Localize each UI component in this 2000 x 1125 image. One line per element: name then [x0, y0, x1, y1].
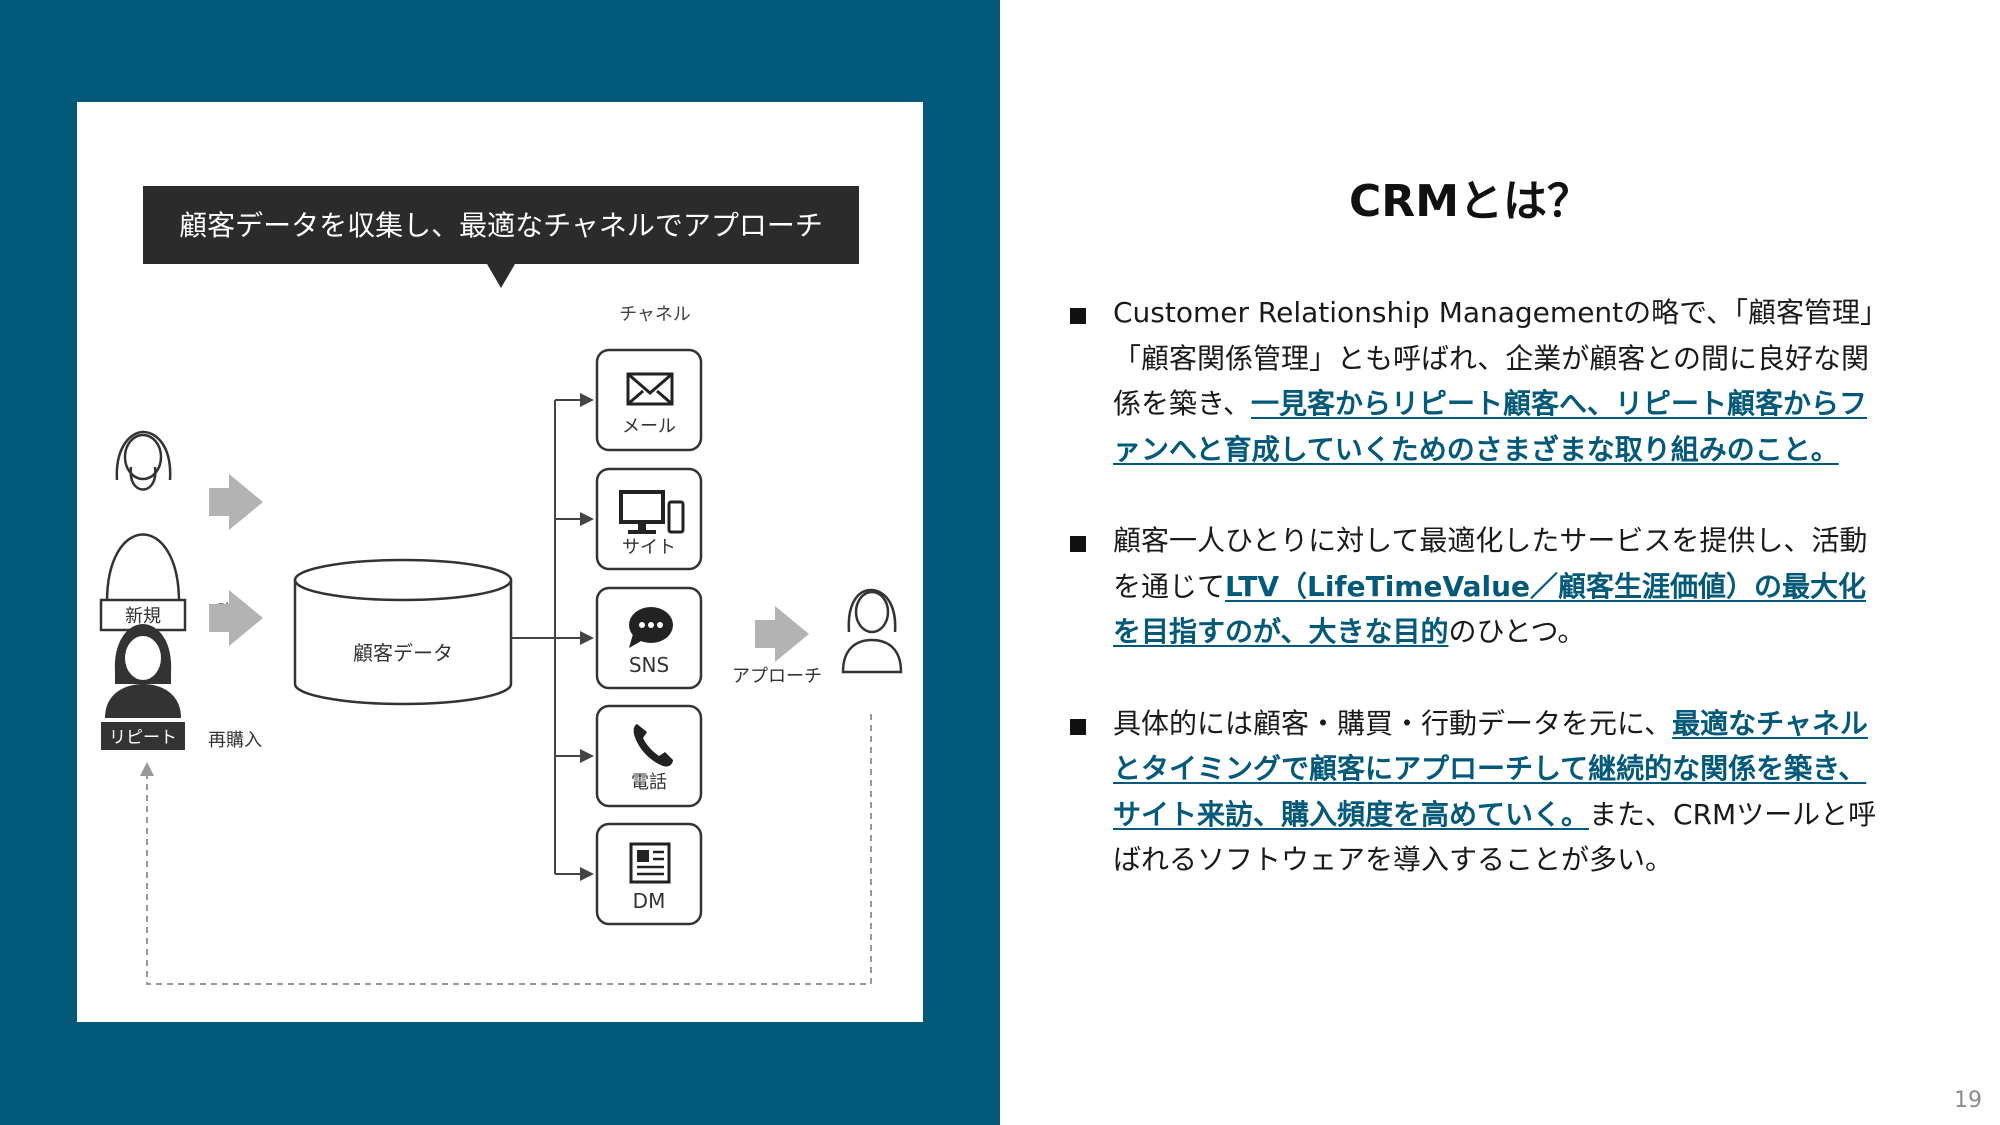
channel-sns: SNS [595, 586, 703, 690]
bullet-highlight: 最適なチャネルとタイミングで顧客にアプローチして継続的な関係を築き、サイト来訪、… [1113, 706, 1868, 831]
channel-phone-label: 電話 [631, 772, 667, 793]
person-filled-icon [105, 624, 181, 718]
customer-repeat-label: リピート [109, 728, 177, 748]
channel-sns-label: SNS [629, 653, 669, 677]
customer-new-label: 新規 [125, 606, 161, 627]
channel-dm: DM [595, 822, 703, 926]
channel-connectors [511, 399, 587, 875]
bullet-definition: Customer Relationship Managementの略で、「顧客管… [1070, 290, 1880, 472]
banner-text: 顧客データを収集し、最適なチャネルでアプローチ [179, 209, 823, 242]
slide-title: CRMとは？ [1349, 176, 1591, 227]
bullet-text: 具体的には顧客・購買・行動データを元に、 [1113, 706, 1673, 740]
approach-arrow: アプローチ [732, 606, 822, 687]
bullet-text: Customer Relationship Managementの略で、「顧客管… [1113, 296, 1875, 420]
customer-new: 新規 [99, 430, 187, 632]
page-number: 19 [1954, 1088, 1982, 1113]
approach-label: アプローチ [732, 666, 822, 687]
channel-mail: メール [595, 348, 703, 452]
channel-site: サイト [595, 467, 703, 571]
repurchase-arrow: 再購入 [208, 590, 263, 751]
phone-icon [633, 724, 673, 767]
bullet-text-tail: のひとつ。 [1448, 615, 1586, 648]
diagram-banner: 顧客データを収集し、最適なチャネルでアプローチ [143, 186, 859, 288]
channel-mail-label: メール [622, 416, 676, 437]
feedback-arrowhead [140, 762, 154, 776]
target-customer-icon [841, 588, 903, 674]
repurchase-label: 再購入 [208, 730, 262, 751]
bullet-highlight: 一見客からリピート顧客へ、リピート顧客からファンへと育成していくためのさまざまな… [1113, 387, 1868, 466]
crm-diagram: 顧客データを収集し、最適なチャネルでアプローチ チャネル 新規 [77, 102, 923, 1022]
chat-icon [629, 607, 673, 648]
channels-heading: チャネル [619, 304, 691, 325]
newspaper-icon [629, 842, 671, 884]
person-outline-icon [105, 430, 181, 603]
bullet-text-tail: また、CRMツールと呼ばれるソフトウェアを導入することが多い。 [1113, 797, 1877, 877]
monitor-icon [619, 490, 685, 534]
database-label: 顧客データ [353, 641, 453, 665]
channel-phone: 電話 [595, 704, 703, 808]
bullet-list: Customer Relationship Managementの略で、「顧客管… [1070, 290, 1880, 929]
mail-icon [626, 372, 674, 406]
left-panel: 顧客データを収集し、最適なチャネルでアプローチ チャネル 新規 [0, 0, 1000, 1125]
bullet-highlight: LTV（LifeTimeValue／顧客生涯価値）の最大化を目指すのが、大きな目… [1113, 569, 1867, 649]
customer-repeat: リピート [101, 624, 185, 750]
connector-arrowheads [580, 393, 594, 881]
channel-dm-label: DM [633, 889, 666, 913]
bullet-purpose: 顧客一人ひとりに対して最適化したサービスを提供し、活動を通じてLTV（LifeT… [1070, 518, 1880, 655]
feedback-loop [146, 714, 872, 985]
bullet-text: 顧客一人ひとりに対して最適化したサービスを提供し、活動を通じて [1113, 524, 1868, 603]
customer-database [293, 558, 513, 706]
channel-site-label: サイト [622, 537, 676, 558]
bullet-method: 具体的には顧客・購買・行動データを元に、最適なチャネルとタイミングで顧客にアプロ… [1070, 701, 1880, 883]
